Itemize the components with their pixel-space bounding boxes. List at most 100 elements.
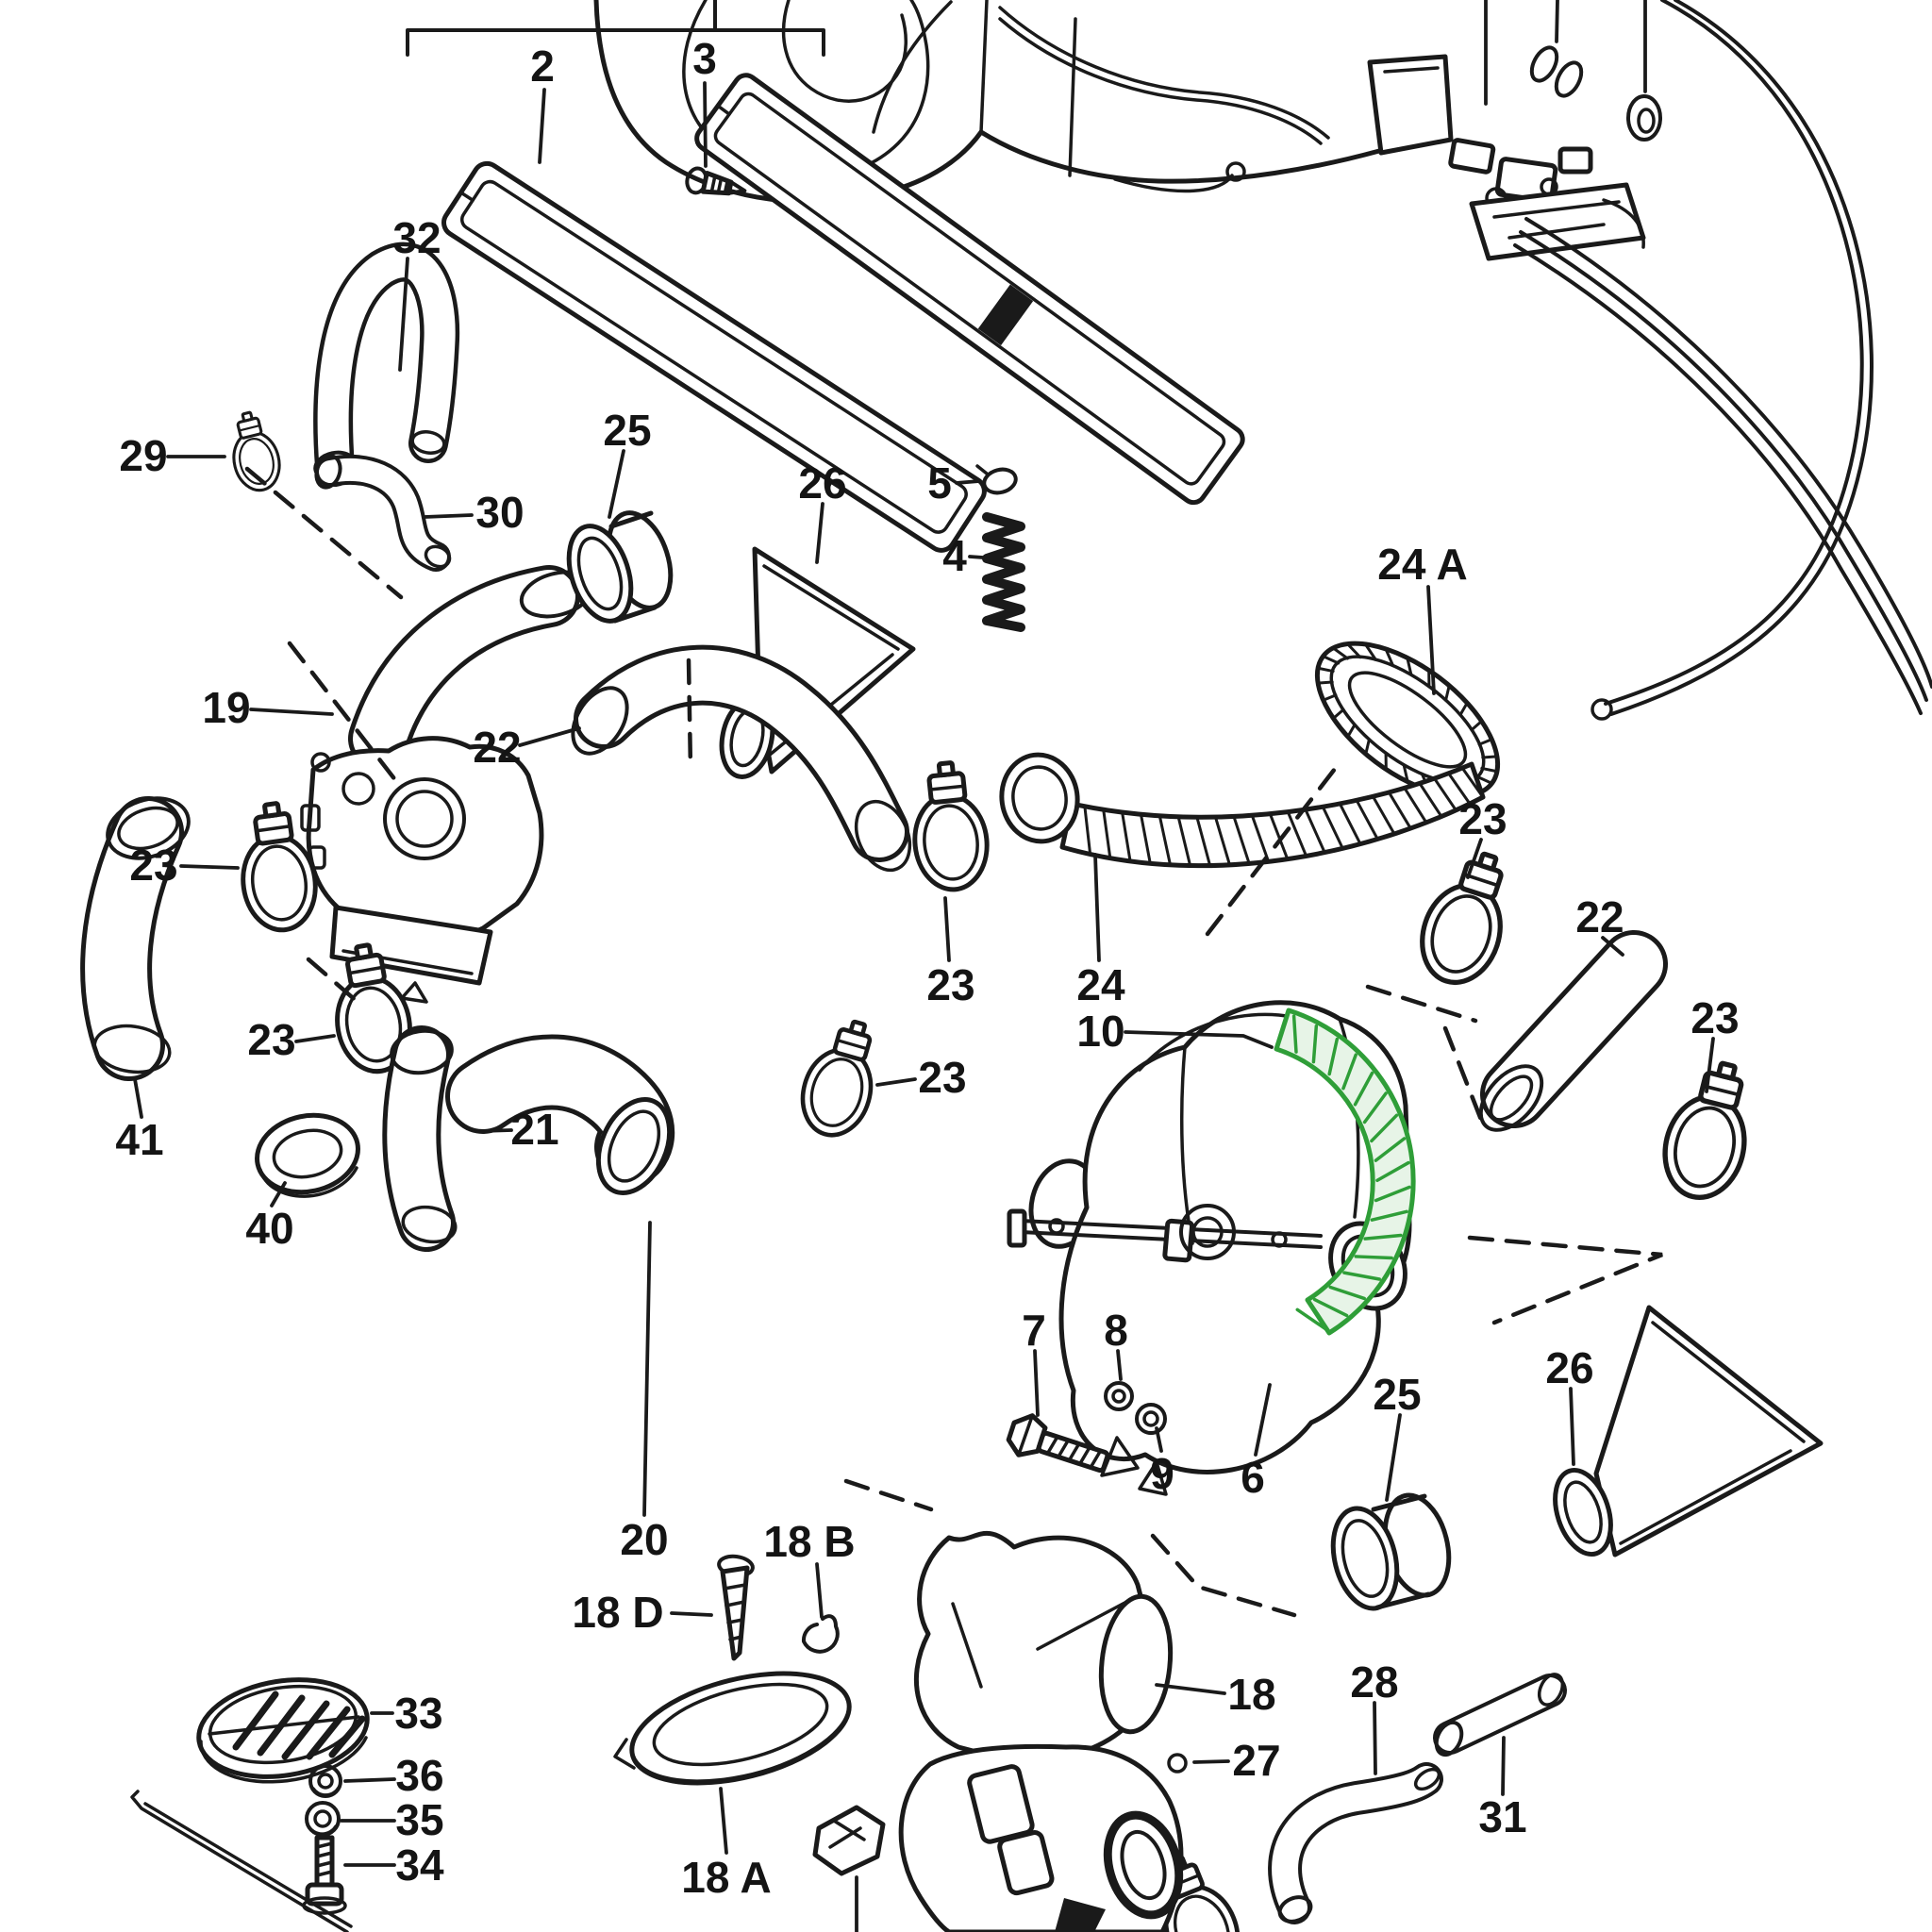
svg-text:23: 23 xyxy=(1458,794,1507,843)
label-9[interactable]: 9 xyxy=(1150,1426,1174,1498)
hose-clamp-23-d[interactable] xyxy=(793,1013,889,1143)
bolt-7[interactable] xyxy=(1005,1411,1111,1481)
label-7[interactable]: 7 xyxy=(1022,1306,1046,1417)
label-18[interactable]: 18 xyxy=(1155,1670,1276,1719)
label-34[interactable]: 34 xyxy=(343,1840,444,1890)
label-4[interactable]: 4 xyxy=(942,531,985,580)
label-27[interactable]: 27 xyxy=(1192,1736,1281,1785)
label-23-d[interactable]: 23 xyxy=(875,1053,967,1102)
label-31[interactable]: 31 xyxy=(1478,1736,1527,1841)
top-right-fasteners[interactable] xyxy=(1484,0,1662,142)
hose-clamp-23-c[interactable] xyxy=(907,759,991,892)
label-18D[interactable]: 18 D xyxy=(572,1588,713,1637)
svg-text:24 A: 24 A xyxy=(1377,540,1467,589)
label-25-left[interactable]: 25 xyxy=(603,406,652,519)
fabric-duct-24[interactable] xyxy=(996,750,1486,869)
label-29[interactable]: 29 xyxy=(119,431,226,480)
hose-clamp-29[interactable] xyxy=(221,407,287,497)
label-24A[interactable]: 24 A xyxy=(1377,540,1468,695)
nut-36[interactable] xyxy=(308,1764,342,1798)
label-26-right[interactable]: 26 xyxy=(1545,1343,1594,1466)
retainer-clip-bottom[interactable] xyxy=(812,1805,886,1932)
label-18B[interactable]: 18 B xyxy=(763,1517,856,1619)
elbow-hose-21[interactable] xyxy=(382,1025,458,1252)
sleeve-25-right[interactable] xyxy=(1324,1489,1458,1615)
screw-18D[interactable] xyxy=(717,1554,755,1661)
label-22-left[interactable]: 22 xyxy=(473,723,581,772)
lower-vent-housing-18[interactable] xyxy=(898,1530,1190,1932)
sleeve-25-left[interactable] xyxy=(558,505,681,628)
hose-32[interactable] xyxy=(313,242,460,487)
cable-lever-bracket[interactable] xyxy=(1448,138,1646,261)
label-5[interactable]: 5 xyxy=(927,458,981,508)
svg-text:23: 23 xyxy=(926,960,974,1009)
label-3[interactable]: 3 xyxy=(692,34,717,168)
label-23-b[interactable]: 23 xyxy=(247,1015,336,1064)
bowden-cable-arc[interactable] xyxy=(1591,0,1874,721)
straight-hose-31[interactable] xyxy=(1432,1671,1568,1758)
label-41[interactable]: 41 xyxy=(115,1077,164,1164)
label-25-right[interactable]: 25 xyxy=(1373,1370,1422,1502)
straight-hose-22-right[interactable] xyxy=(1469,930,1668,1141)
svg-text:20: 20 xyxy=(620,1515,668,1564)
label-23-c[interactable]: 23 xyxy=(926,896,975,1009)
nut-9[interactable] xyxy=(1135,1403,1167,1435)
seal-ring-10-highlighted[interactable] xyxy=(1274,1008,1416,1336)
curved-hose-28[interactable] xyxy=(1268,1762,1443,1925)
label-2[interactable]: 2 xyxy=(530,42,555,164)
label-35[interactable]: 35 xyxy=(340,1795,444,1844)
vent-seal-frame-part2[interactable] xyxy=(439,158,990,556)
svg-text:5: 5 xyxy=(927,458,952,508)
label-32[interactable]: 32 xyxy=(392,213,441,372)
dark-wedge-part[interactable] xyxy=(1055,1898,1106,1932)
label-36[interactable]: 36 xyxy=(343,1751,444,1800)
elbow-hose-41[interactable] xyxy=(80,789,196,1081)
air-distributor-19[interactable] xyxy=(300,565,596,1004)
label-6[interactable]: 6 xyxy=(1241,1383,1272,1502)
funnel-duct-26-right[interactable] xyxy=(1545,1305,1824,1561)
label-18A[interactable]: 18 A xyxy=(681,1787,772,1902)
bolt-34[interactable] xyxy=(302,1835,347,1915)
clip-18B[interactable] xyxy=(801,1614,840,1654)
grommet-ring-40[interactable] xyxy=(250,1107,365,1202)
label-26-left[interactable]: 26 xyxy=(798,458,847,564)
screw-ring-icon[interactable] xyxy=(1526,43,1561,85)
control-cable-rail[interactable] xyxy=(1513,217,1932,715)
hose-clamp-23-e[interactable] xyxy=(1410,843,1523,992)
vent-grille-33[interactable] xyxy=(192,1669,374,1789)
label-30[interactable]: 30 xyxy=(423,488,525,537)
defroster-slot-duct[interactable] xyxy=(692,71,1247,507)
svg-text:28: 28 xyxy=(1350,1657,1398,1707)
svg-text:26: 26 xyxy=(798,458,846,508)
ring-27[interactable] xyxy=(1167,1753,1188,1774)
label-10[interactable]: 10 xyxy=(1076,1007,1274,1056)
label-21[interactable]: 21 xyxy=(479,1105,559,1154)
label-23-f[interactable]: 23 xyxy=(1690,993,1740,1093)
spring-4[interactable] xyxy=(982,512,1025,632)
label-20[interactable]: 20 xyxy=(620,1221,669,1564)
label-40[interactable]: 40 xyxy=(245,1181,294,1253)
label-19[interactable]: 19 xyxy=(202,683,334,732)
screw-part3[interactable] xyxy=(685,166,747,203)
label-23-a[interactable]: 23 xyxy=(129,841,240,890)
label-24[interactable]: 24 xyxy=(1076,853,1125,1009)
washer-nut-35[interactable] xyxy=(305,1801,341,1837)
label-28[interactable]: 28 xyxy=(1350,1657,1399,1775)
elbow-hose-22-left[interactable] xyxy=(562,644,921,879)
clip-5[interactable] xyxy=(975,464,1019,496)
svg-text:18: 18 xyxy=(1227,1670,1275,1719)
hose-30[interactable] xyxy=(312,453,453,572)
label-8[interactable]: 8 xyxy=(1104,1306,1128,1381)
svg-text:27: 27 xyxy=(1232,1736,1280,1785)
flange-plate-18A[interactable] xyxy=(613,1654,860,1803)
label-33[interactable]: 33 xyxy=(370,1689,443,1738)
grommet-icon[interactable] xyxy=(1626,94,1662,142)
screw-ring-icon[interactable] xyxy=(1551,58,1586,100)
label-22-right[interactable]: 22 xyxy=(1575,892,1624,957)
s-duct-20[interactable] xyxy=(445,1034,683,1205)
svg-text:23: 23 xyxy=(129,841,177,890)
control-rod[interactable] xyxy=(130,1790,353,1932)
label-23-e[interactable]: 23 xyxy=(1458,794,1507,879)
blower-housing-6[interactable] xyxy=(1007,1000,1420,1496)
